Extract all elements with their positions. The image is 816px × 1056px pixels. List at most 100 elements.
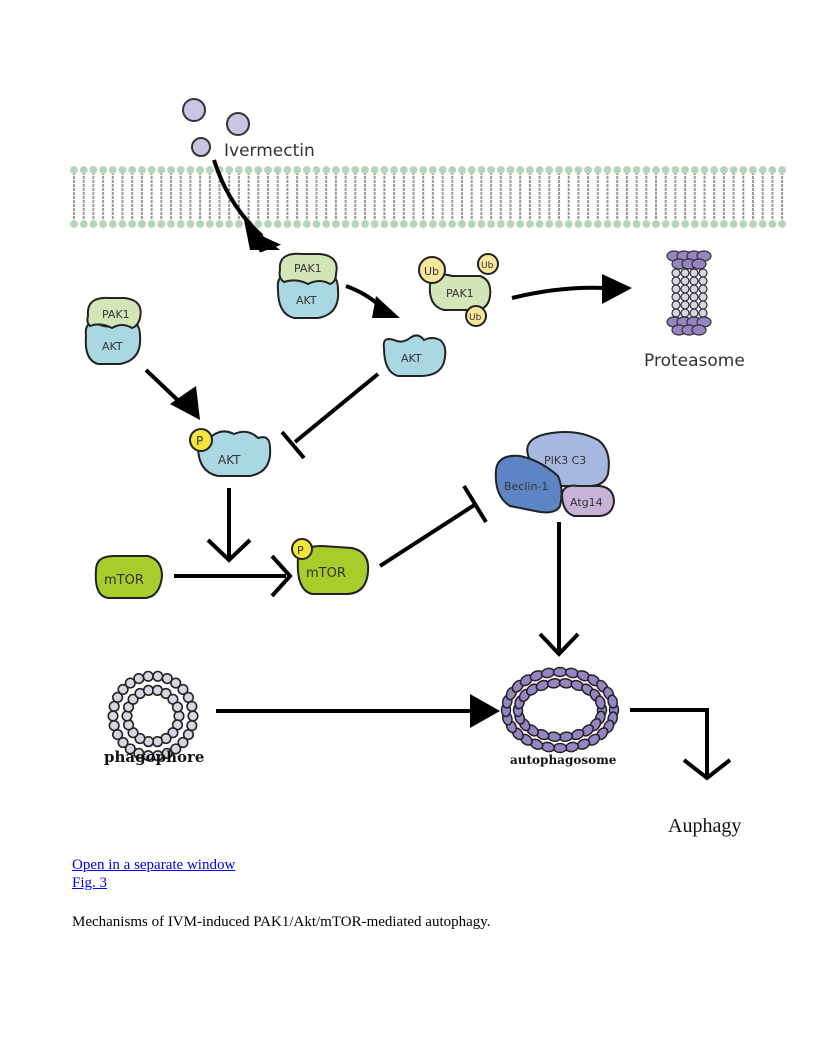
phagophore-bead (107, 710, 119, 722)
lipid-head (409, 165, 418, 174)
lipid-head (642, 165, 651, 174)
lipid-head (739, 219, 748, 228)
lipid-head (166, 165, 175, 174)
ub-label: Ub (481, 261, 494, 271)
lipid-head (768, 165, 777, 174)
lipid-head (448, 165, 457, 174)
cell-membrane (70, 165, 787, 228)
phospho-mtor: P mTOR (291, 538, 370, 595)
phosphate (291, 538, 313, 560)
lipid-head (729, 165, 738, 174)
lipid-head (79, 219, 88, 228)
lipid-head (642, 219, 651, 228)
lipid-head (477, 219, 486, 228)
phagophore-bead (170, 743, 182, 755)
lipid-head (360, 219, 369, 228)
lipid-head (681, 219, 690, 228)
mtor-label: mTOR (104, 573, 144, 588)
lipid-head (710, 219, 719, 228)
lipid-head (70, 165, 79, 174)
figure-caption: Open in a separate window Fig. 3 Mechani… (72, 856, 491, 931)
lipid-head (496, 165, 505, 174)
lipid-head (496, 219, 505, 228)
phagophore-bead (177, 736, 189, 749)
ivermectin-molecule (191, 137, 211, 157)
lipid-head (322, 165, 331, 174)
lipid-head (613, 165, 622, 174)
phagophore-bead (117, 736, 129, 749)
proteasome-subunit (689, 268, 699, 278)
proteasome-subunit (689, 276, 699, 286)
proteasome-subunit (698, 292, 708, 302)
lipid-head (632, 165, 641, 174)
lipid-head (719, 165, 728, 174)
pik3c3-label: PIK3 C3 (544, 454, 586, 467)
autophagosome-bead (552, 742, 568, 754)
lipid-head (467, 165, 476, 174)
lipid-head (613, 219, 622, 228)
lipid-head (622, 165, 631, 174)
lipid-head (719, 219, 728, 228)
lipid-head (225, 219, 234, 228)
akt-label: AKT (102, 340, 123, 353)
pak1-label: PAK1 (294, 262, 322, 275)
p-label: P (297, 544, 304, 557)
phagophore-bead (124, 677, 136, 689)
ivermectin-label: Ivermectin (224, 141, 315, 161)
phagophore-bead (182, 728, 195, 741)
phagophore-label: phagophore (104, 748, 204, 766)
lipid-head (234, 219, 243, 228)
phagophore-bead (133, 672, 145, 685)
phagophore-bead (134, 732, 146, 745)
lipid-head (438, 165, 447, 174)
lipid-head (147, 219, 156, 228)
phagophore-bead (161, 672, 173, 685)
free-akt: AKT (382, 334, 447, 377)
lipid-head (176, 219, 185, 228)
proteasome (666, 250, 712, 336)
lipid-head (196, 165, 205, 174)
phagophore-bead (117, 683, 129, 696)
open-separate-window-link[interactable]: Open in a separate window (72, 857, 236, 873)
lipid-head (652, 165, 661, 174)
lipid-head (312, 165, 321, 174)
pak1-protein (86, 296, 142, 330)
lipid-head (108, 165, 117, 174)
phagophore-bead (133, 747, 145, 760)
lipid-head (758, 219, 767, 228)
ubiquitin (477, 253, 499, 275)
proteasome-subunit (698, 284, 708, 294)
lipid-head (176, 165, 185, 174)
lipid-head (147, 165, 156, 174)
phagophore-bead (177, 683, 189, 696)
lipid-head (254, 219, 263, 228)
lipid-head (254, 165, 263, 174)
proteasome-cap-subunit (691, 324, 707, 336)
lipid-head (225, 165, 234, 174)
autophagosome-bead (594, 695, 606, 710)
lipid-head (419, 219, 428, 228)
phagophore-bead (151, 736, 164, 748)
lipid-head (525, 219, 534, 228)
lipid-head (205, 219, 214, 228)
lipid-head (99, 165, 108, 174)
fig-link[interactable]: Fig. 3 (72, 875, 108, 891)
lipid-head (448, 219, 457, 228)
ivermectin-molecules (182, 98, 250, 157)
lipid-head (584, 219, 593, 228)
proteasome-subunit (698, 268, 708, 278)
proteasome-subunit (680, 308, 690, 318)
lipid-head (632, 219, 641, 228)
lipid-head (234, 165, 243, 174)
lipid-head (739, 165, 748, 174)
autophagosome (500, 666, 620, 754)
lipid-head (428, 219, 437, 228)
lipid-head (331, 219, 340, 228)
lipid-head (671, 219, 680, 228)
proteasome-label: Proteasome (644, 351, 745, 371)
phagophore (107, 670, 199, 762)
p-label: P (196, 434, 203, 448)
lipid-head (196, 219, 205, 228)
lipid-head (419, 165, 428, 174)
lipid-head (681, 165, 690, 174)
